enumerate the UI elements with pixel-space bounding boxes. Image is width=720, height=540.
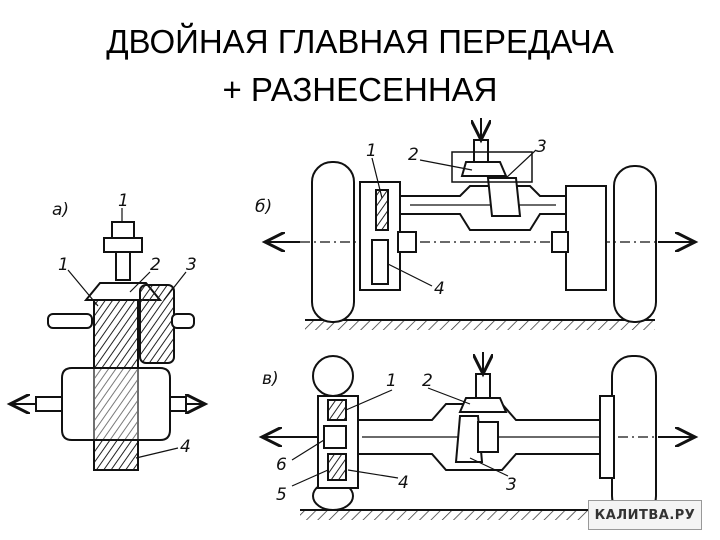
fig-b-bevel-pinion — [460, 161, 508, 177]
figure-c: в) 1 2 3 — [262, 352, 695, 520]
fig-c-ring-gear — [454, 415, 484, 463]
fig-c-label-5: 5 — [276, 485, 287, 505]
fig-b-label-3: 3 — [536, 137, 547, 157]
slide-title-line2: + РАЗНЕСЕННАЯ — [222, 71, 498, 108]
fig-b-wheel-right — [613, 165, 657, 323]
fig-c-gear-1 — [327, 399, 347, 421]
fig-c-label-1: 1 — [386, 371, 397, 391]
fig-a-input-flange — [111, 221, 135, 239]
fig-c-label-4: 4 — [398, 473, 409, 493]
figure-c-tag: в) — [262, 369, 279, 389]
figure-b-tag: б) — [255, 197, 272, 217]
fig-c-ground — [300, 510, 600, 520]
fig-a-label-3: 3 — [186, 255, 197, 275]
fig-c-label-6: 6 — [276, 455, 287, 475]
fig-a-label-1-top: 1 — [118, 191, 129, 211]
fig-b-input-shaft — [473, 139, 489, 163]
fig-a-shaft-right — [171, 313, 195, 329]
fig-a-input-shaft — [115, 251, 131, 281]
fig-b-gear-1 — [375, 189, 389, 231]
fig-b-axle-housing — [399, 185, 567, 231]
figure-a-tag: а) — [52, 200, 69, 220]
fig-c-label-3: 3 — [506, 475, 517, 495]
fig-a-label-1-left: 1 — [58, 255, 69, 275]
fig-c-wheel-right — [611, 355, 657, 517]
fig-c-label-2: 2 — [422, 371, 433, 391]
fig-c-gear-6 — [323, 425, 347, 449]
fig-b-ring-gear — [486, 177, 522, 217]
fig-a-input-housing — [103, 237, 143, 253]
fig-b-wheel-reducer-right — [565, 185, 607, 291]
watermark-logo: КАЛИТВА.РУ — [588, 500, 702, 530]
figure-a: а) 1 1 2 3 4 — [10, 191, 205, 471]
fig-c-wheel-left-top — [312, 355, 354, 397]
slide-title-line1: ДВОЙНАЯ ГЛАВНАЯ ПЕРЕДАЧА — [106, 23, 614, 60]
fig-b-gear-4 — [371, 239, 389, 285]
fig-b-label-1: 1 — [366, 141, 377, 161]
fig-b-label-2: 2 — [408, 145, 419, 165]
fig-a-shaft-left — [47, 313, 93, 329]
fig-a-label-2: 2 — [150, 255, 161, 275]
fig-b-label-4: 4 — [434, 279, 445, 299]
fig-c-bevel-pinion — [458, 397, 508, 413]
fig-a-label-4: 4 — [180, 437, 191, 457]
fig-c-input-shaft — [475, 373, 491, 399]
fig-b-ground — [305, 320, 655, 330]
figure-b: б) 1 2 3 4 — [255, 118, 695, 330]
fig-a-gear-3 — [139, 284, 175, 364]
fig-c-gear-5 — [327, 453, 347, 481]
